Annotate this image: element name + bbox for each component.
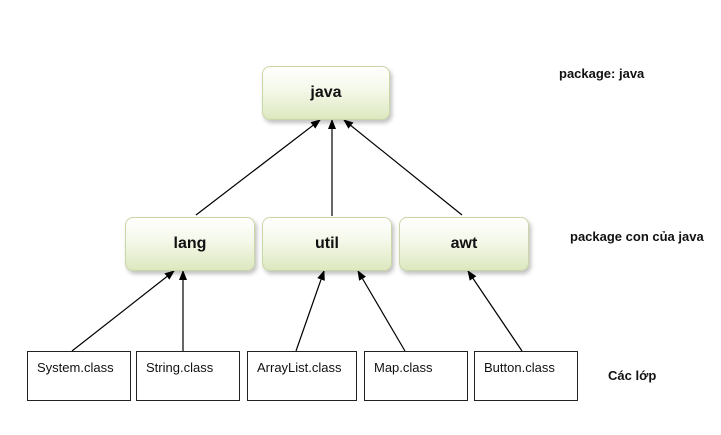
class-node-string: String.class: [136, 351, 240, 401]
class-label: Button.class: [484, 360, 555, 375]
package-label: awt: [450, 235, 478, 252]
edge-arraylist-to-util: [295, 270, 325, 352]
class-node-map: Map.class: [364, 351, 468, 401]
edge-system-to-lang: [71, 270, 175, 352]
root-package-label: java: [310, 84, 342, 101]
side-label-root-level: package: java: [559, 66, 645, 81]
class-label: String.class: [146, 360, 214, 375]
package-node-lang: lang: [125, 217, 255, 271]
class-node-system: System.class: [27, 351, 131, 401]
class-label: ArrayList.class: [257, 360, 342, 375]
package-node-util: util: [262, 217, 392, 271]
package-label: lang: [173, 235, 207, 252]
class-label: System.class: [37, 360, 114, 375]
edge-lang-to-java: [195, 119, 321, 216]
side-label-package-level: package con của java: [570, 229, 704, 244]
edge-map-to-util: [357, 270, 406, 352]
edge-awt-to-java: [343, 119, 463, 216]
class-node-button: Button.class: [474, 351, 578, 401]
package-node-awt: awt: [399, 217, 529, 271]
edge-button-to-awt: [467, 270, 523, 352]
root-package-node: java: [262, 66, 390, 120]
side-label-class-level: Các lớp: [608, 368, 657, 383]
class-label: Map.class: [374, 360, 433, 375]
package-label: util: [315, 235, 339, 252]
class-node-arraylist: ArrayList.class: [247, 351, 357, 401]
